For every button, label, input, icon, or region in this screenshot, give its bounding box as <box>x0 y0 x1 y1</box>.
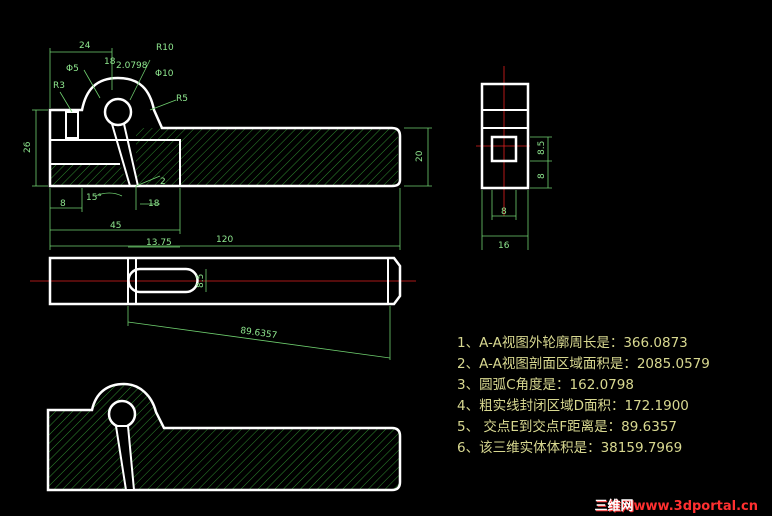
dim-85a: 8.5 <box>196 274 206 288</box>
note-6: 6、该三维实体体积是：38159.7969 <box>457 440 683 456</box>
dim-2: 2 <box>160 177 166 187</box>
top-view-slot <box>127 267 199 294</box>
top-view: 13.75 8.5 89.6357 <box>30 238 416 360</box>
section-view-slit <box>114 425 136 491</box>
note-1: 1、A-A视图外轮廓周长是：366.0873 <box>457 335 688 351</box>
dim-8c: 8 <box>501 207 507 217</box>
note-2: 2、A-A视图剖面区域面积是：2085.0579 <box>457 356 710 372</box>
front-view: 24 R10 Φ5 18 2.0798 Φ10 R3 R5 26 20 8 15… <box>23 41 432 250</box>
dim-85b: 8.5 <box>537 141 547 155</box>
front-view-small-slot <box>65 111 79 139</box>
side-view: 8.5 8 8 16 <box>476 66 552 251</box>
front-view-section-hatch <box>136 128 398 186</box>
dim-0798: 2.0798 <box>116 61 148 71</box>
dim-r3: R3 <box>53 81 65 91</box>
dim-r5: R5 <box>176 94 188 104</box>
dim-120: 120 <box>216 235 233 245</box>
dim-8: 8 <box>60 199 66 209</box>
watermark: 三维网www.3dportal.cn <box>595 495 759 514</box>
section-view-body <box>46 382 402 492</box>
dim-15deg: 15° <box>86 193 102 203</box>
section-view-hole <box>107 399 137 429</box>
watermark-cn: 三维网 <box>594 499 634 514</box>
side-view-slot <box>490 135 518 163</box>
front-view-outline <box>48 76 402 188</box>
note-5: 5、 交点E到交点F距离是：89.6357 <box>457 419 678 435</box>
front-view-dimension-lines <box>32 48 432 250</box>
front-view-section-hatch-left <box>50 164 128 186</box>
section-view <box>46 382 402 492</box>
note-4: 4、粗实线封闭区域D面积：172.1900 <box>457 398 689 414</box>
side-view-outline <box>480 82 530 190</box>
top-view-dimension-lines <box>127 246 391 360</box>
note-3: 3、圆弧C角度是：162.0798 <box>457 377 634 393</box>
dim-8b: 8 <box>537 173 547 179</box>
dim-45: 45 <box>110 221 121 231</box>
dim-r10: R10 <box>156 43 174 53</box>
side-view-dimension-lines <box>481 136 552 250</box>
notes-panel: 1、A-A视图外轮廓周长是：366.0873 2、A-A视图剖面区域面积是：20… <box>457 333 710 459</box>
dim-18: 18 <box>104 57 116 67</box>
front-view-hole <box>103 97 133 127</box>
front-view-slit <box>111 123 139 187</box>
dim-16: 16 <box>498 241 510 251</box>
dim-1375: 13.75 <box>146 238 172 248</box>
dim-phi5: Φ5 <box>66 64 79 74</box>
front-view-pocket <box>50 139 181 186</box>
dim-24: 24 <box>79 41 91 51</box>
watermark-url: www.3dportal.cn <box>633 499 758 514</box>
dim-18b: 18 <box>148 199 160 209</box>
dim-896357: 89.6357 <box>240 326 278 341</box>
dim-phi10: Φ10 <box>155 69 174 79</box>
dim-26: 26 <box>23 141 33 153</box>
dim-20: 20 <box>415 150 425 162</box>
top-view-outline <box>48 256 402 306</box>
